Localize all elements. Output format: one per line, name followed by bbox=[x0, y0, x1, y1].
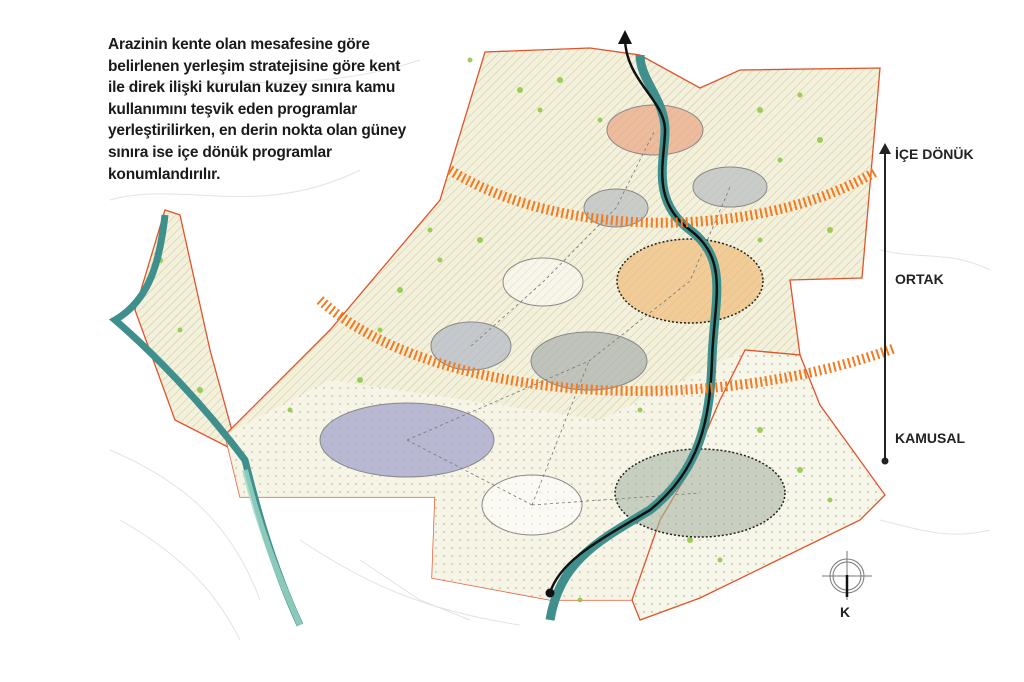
program-zone bbox=[606, 104, 704, 156]
main-axis-path bbox=[548, 37, 719, 594]
contour-lines bbox=[109, 59, 991, 641]
scale-axis-start-dot bbox=[881, 457, 889, 465]
label-ortak: ORTAK bbox=[895, 271, 944, 287]
description-text: Arazinin kente olan mesafesine göre beli… bbox=[108, 36, 407, 183]
path-arrow-icon bbox=[618, 30, 632, 44]
river-left-extension bbox=[242, 469, 303, 627]
north-arrow-icon bbox=[822, 551, 872, 600]
scale-axis-arrow-icon bbox=[879, 143, 891, 154]
program-zone bbox=[692, 166, 768, 208]
label-ice-donuk: İÇE DÖNÜK bbox=[895, 146, 974, 162]
zone-divider-north bbox=[447, 165, 878, 228]
site-area-left bbox=[134, 209, 241, 461]
program-zone bbox=[616, 238, 764, 324]
north-label: K bbox=[840, 604, 851, 620]
path-start-point bbox=[545, 588, 555, 598]
label-kamusal: KAMUSAL bbox=[895, 430, 965, 446]
